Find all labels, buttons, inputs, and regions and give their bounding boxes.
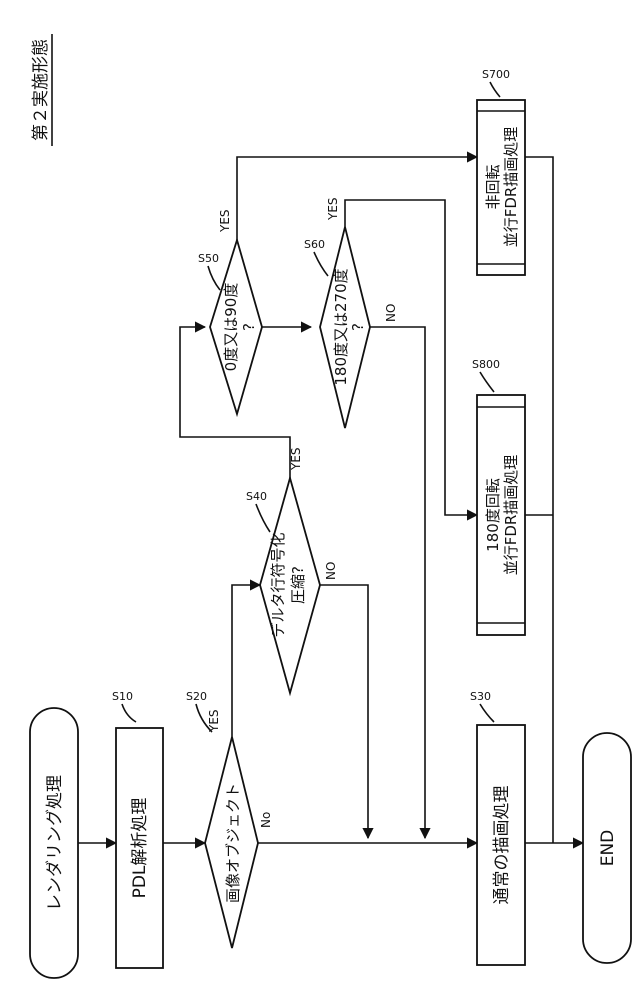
arrow-s40-no-to-main <box>320 585 368 838</box>
s40-decision-diamond: デルタ行符号化 圧縮? S40 YES NO <box>246 447 338 693</box>
arrow-s50-yes-to-s700 <box>237 157 477 240</box>
s60-yes-label: YES <box>326 197 340 221</box>
end-terminal: END <box>583 733 631 963</box>
s20-step-label: S20 <box>186 690 207 703</box>
s40-leader <box>256 504 270 532</box>
s700-label-line1: 非回転 <box>484 164 502 209</box>
s700-label-line2: 並行FDR描画処理 <box>502 127 520 248</box>
s800-predefined-process: 180度回転 並行FDR描画処理 S800 <box>472 358 525 635</box>
title-text: 第２実施形態 <box>31 39 51 141</box>
s10-leader <box>122 704 136 722</box>
s800-leader <box>480 372 494 392</box>
end-label: END <box>598 830 618 867</box>
s700-leader <box>490 82 500 97</box>
s60-no-label: NO <box>384 304 398 322</box>
s30-leader <box>480 704 494 722</box>
s50-step-label: S50 <box>198 252 219 265</box>
arrow-s60-no-to-main <box>370 327 425 838</box>
s20-decision-diamond: 画像オブジェクト S20 YES No <box>186 690 273 948</box>
s40-yes-label: YES <box>289 447 303 471</box>
start-label: レンダリング処理 <box>45 775 65 911</box>
s30-label: 通常の描画処理 <box>492 786 512 905</box>
s10-label: PDL解析処理 <box>130 798 150 899</box>
s60-label-line1: 180度又は270度 <box>332 268 350 385</box>
line-s700-to-end <box>525 157 553 843</box>
s40-step-label: S40 <box>246 490 267 503</box>
s50-leader <box>208 266 220 290</box>
s40-label-line2: 圧縮? <box>289 566 307 604</box>
s50-yes-label: YES <box>218 209 232 233</box>
arrow-s60-yes-to-s800 <box>345 200 477 515</box>
s50-label-line2: ? <box>240 323 258 331</box>
s800-label-line2: 並行FDR描画処理 <box>502 455 520 576</box>
s50-label-line1: 0度又は90度 <box>222 283 240 372</box>
figure-title: 第２実施形態 <box>31 34 52 146</box>
s30-process-box: 通常の描画処理 S30 <box>470 690 525 965</box>
start-terminal: レンダリング処理 <box>30 708 78 978</box>
arrow-s20-yes-to-s40 <box>232 585 260 737</box>
s20-yes-label: YES <box>207 709 221 733</box>
s60-leader <box>314 252 328 276</box>
s10-process-box: PDL解析処理 S10 <box>112 690 163 968</box>
s700-step-label: S700 <box>482 68 510 81</box>
s60-decision-diamond: 180度又は270度 ? S60 YES NO <box>304 197 398 428</box>
s40-label-line1: デルタ行符号化 <box>269 532 287 637</box>
s800-label-line1: 180度回転 <box>484 478 502 552</box>
s50-decision-diamond: 0度又は90度 ? S50 YES <box>198 209 262 414</box>
s60-step-label: S60 <box>304 238 325 251</box>
s20-label: 画像オブジェクト <box>224 783 242 903</box>
s700-predefined-process: 非回転 並行FDR描画処理 S700 <box>477 68 525 275</box>
s20-no-label: No <box>259 812 273 828</box>
s60-label-line2: ? <box>349 323 367 331</box>
s30-step-label: S30 <box>470 690 491 703</box>
s40-no-label: NO <box>324 562 338 580</box>
s800-step-label: S800 <box>472 358 500 371</box>
s10-step-label: S10 <box>112 690 133 703</box>
